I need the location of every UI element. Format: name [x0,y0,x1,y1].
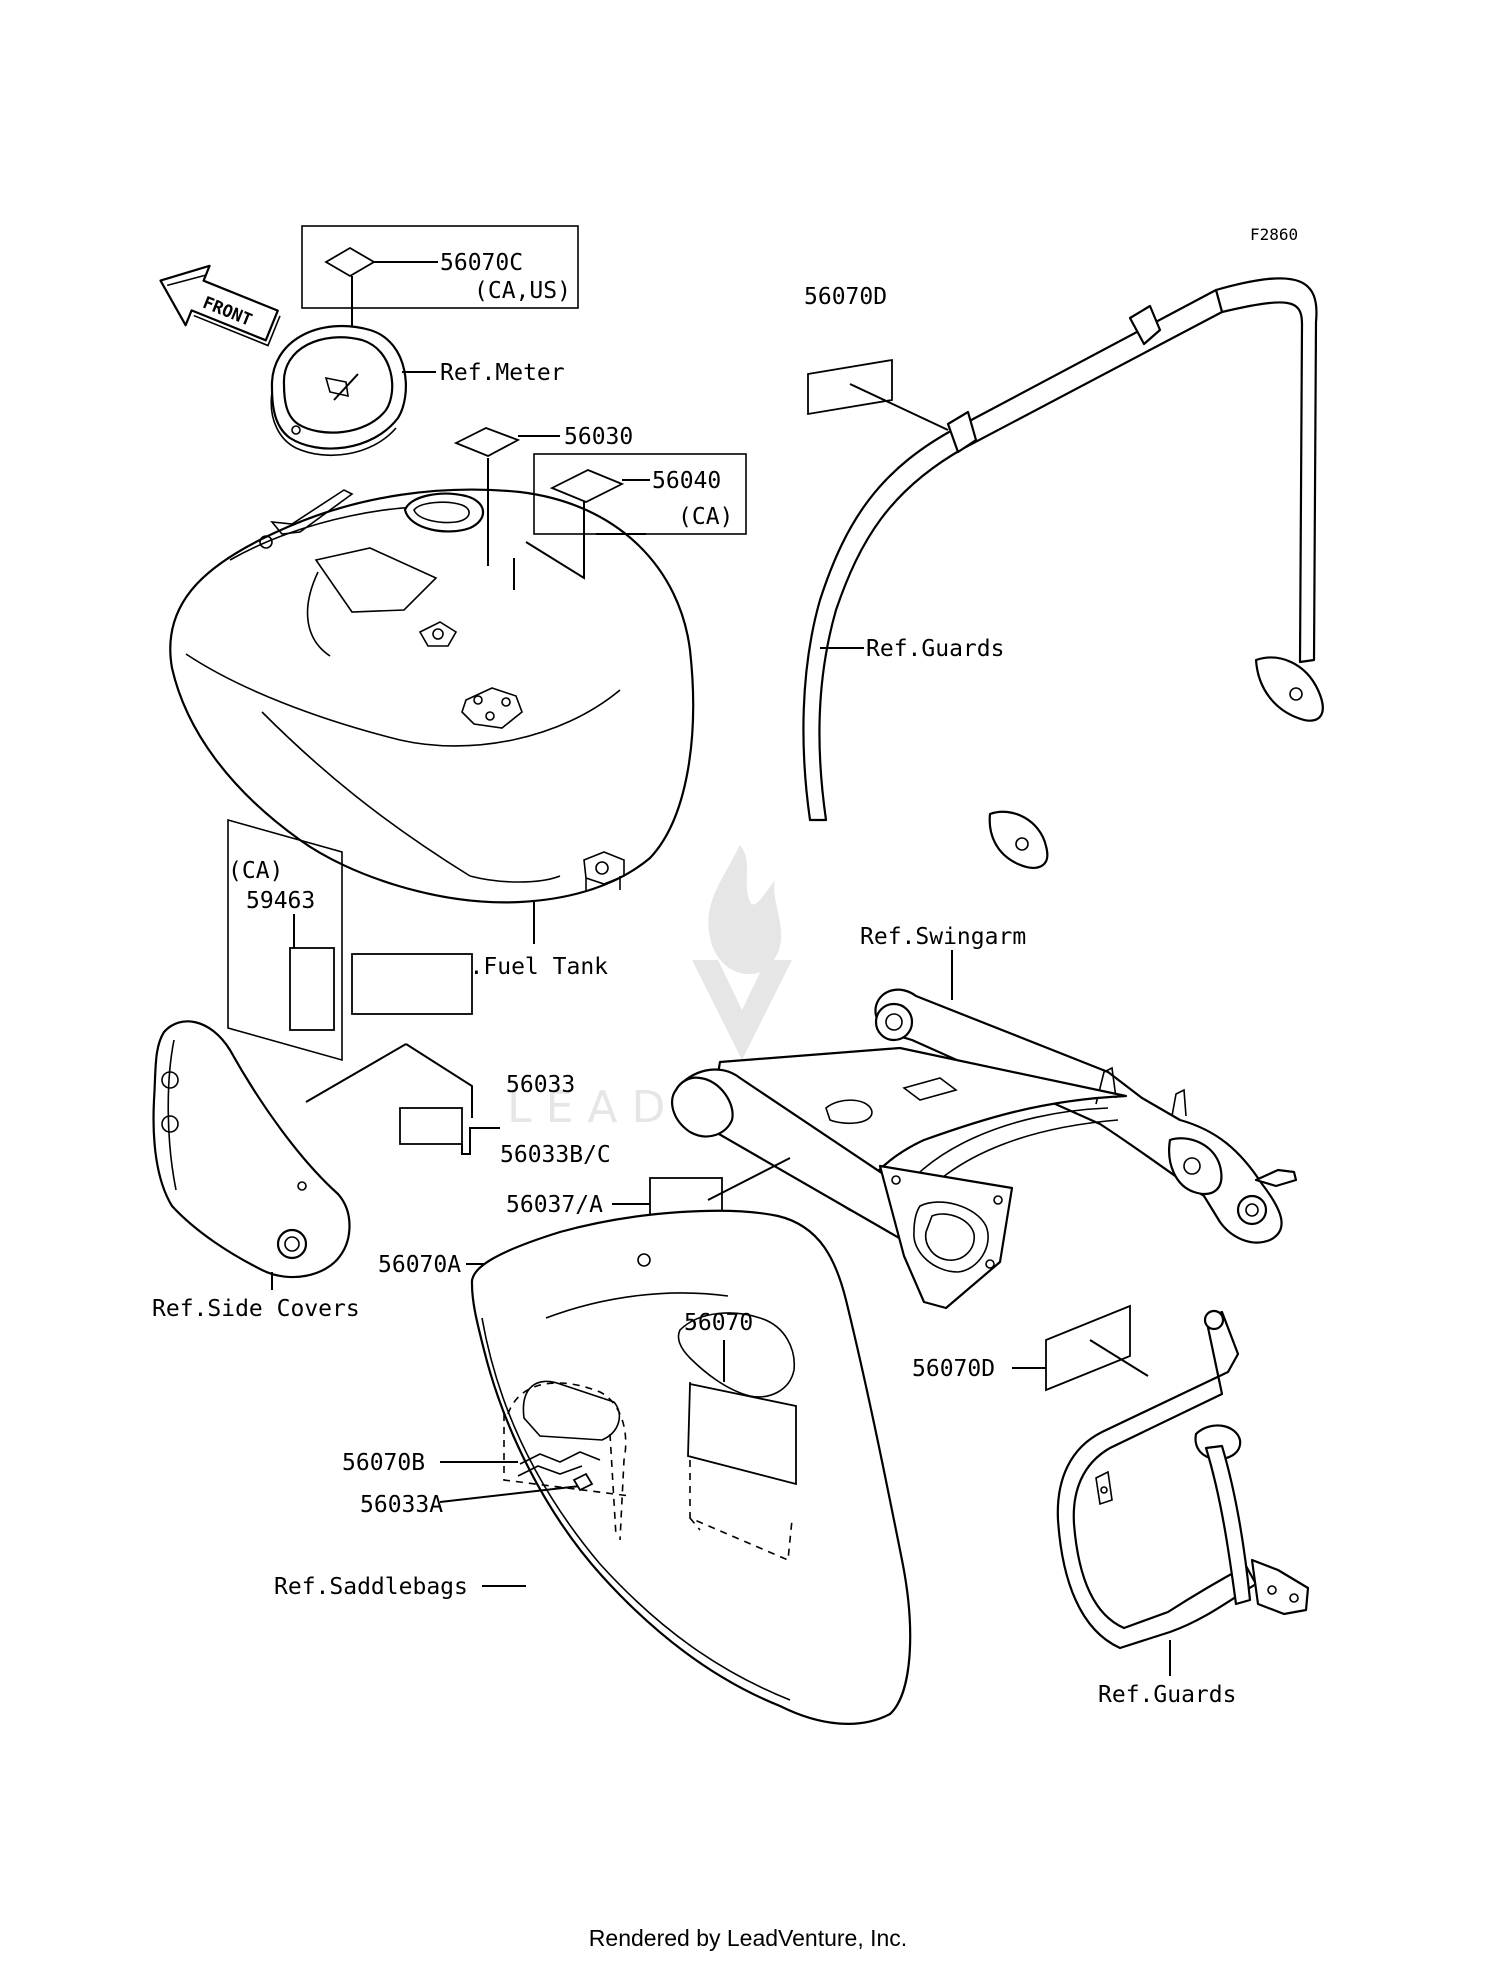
callout-56070C-note: (CA,US) [474,278,571,304]
tank-decals: 56030 56040 (CA) [453,424,747,590]
callout-56070D-top: 56070D [804,284,887,310]
callout-56037A: 56037/A [506,1192,603,1218]
callout-56040: 56040 [652,468,721,494]
callout-ref-meter: Ref.Meter [440,360,565,386]
callout-56070A: 56070A [378,1252,461,1278]
footer-credit: Rendered by LeadVenture, Inc. [589,1925,907,1951]
swingarm-part: Ref.Swingarm 56037/A [506,924,1298,1310]
upper-guard-part: 56070D Ref.Guards [802,277,1324,869]
callout-ref-guards-bottom: Ref.Guards [1098,1682,1236,1708]
callout-ca-note: (CA) [228,858,283,884]
lower-guard-part: 56070D Ref.Guards [912,1304,1310,1708]
side-cover-part: (CA) 59463 56033 56033B/C Ref.Side Cover… [152,818,611,1322]
front-arrow-icon: FRONT [159,264,281,347]
callout-ref-guards-top: Ref.Guards [866,636,1004,662]
callout-56033A: 56033A [360,1492,443,1518]
callout-56033: 56033 [506,1072,575,1098]
callout-56070C: 56070C [440,250,523,276]
callout-56070B: 56070B [342,1450,425,1476]
diagram-code: F2860 [1250,225,1298,244]
callout-56030: 56030 [564,424,633,450]
callout-ref-side-covers: Ref.Side Covers [152,1296,360,1322]
callout-56040-note: (CA) [678,504,733,530]
callout-56033BC: 56033B/C [500,1142,611,1168]
callout-56070: 56070 [684,1310,753,1336]
meter-part: 56070C (CA,US) Ref.Meter [270,225,579,457]
saddlebag-part: 56070A 56070 56070B 56033A Ref.Saddlebag… [274,1209,912,1725]
callout-ref-saddlebags: Ref.Saddlebags [274,1574,468,1600]
fuel-tank-part: Ref.Fuel Tank [169,488,695,980]
callout-56070D-bottom: 56070D [912,1356,995,1382]
callout-ref-swingarm: Ref.Swingarm [860,924,1026,950]
callout-59463: 59463 [246,888,315,914]
